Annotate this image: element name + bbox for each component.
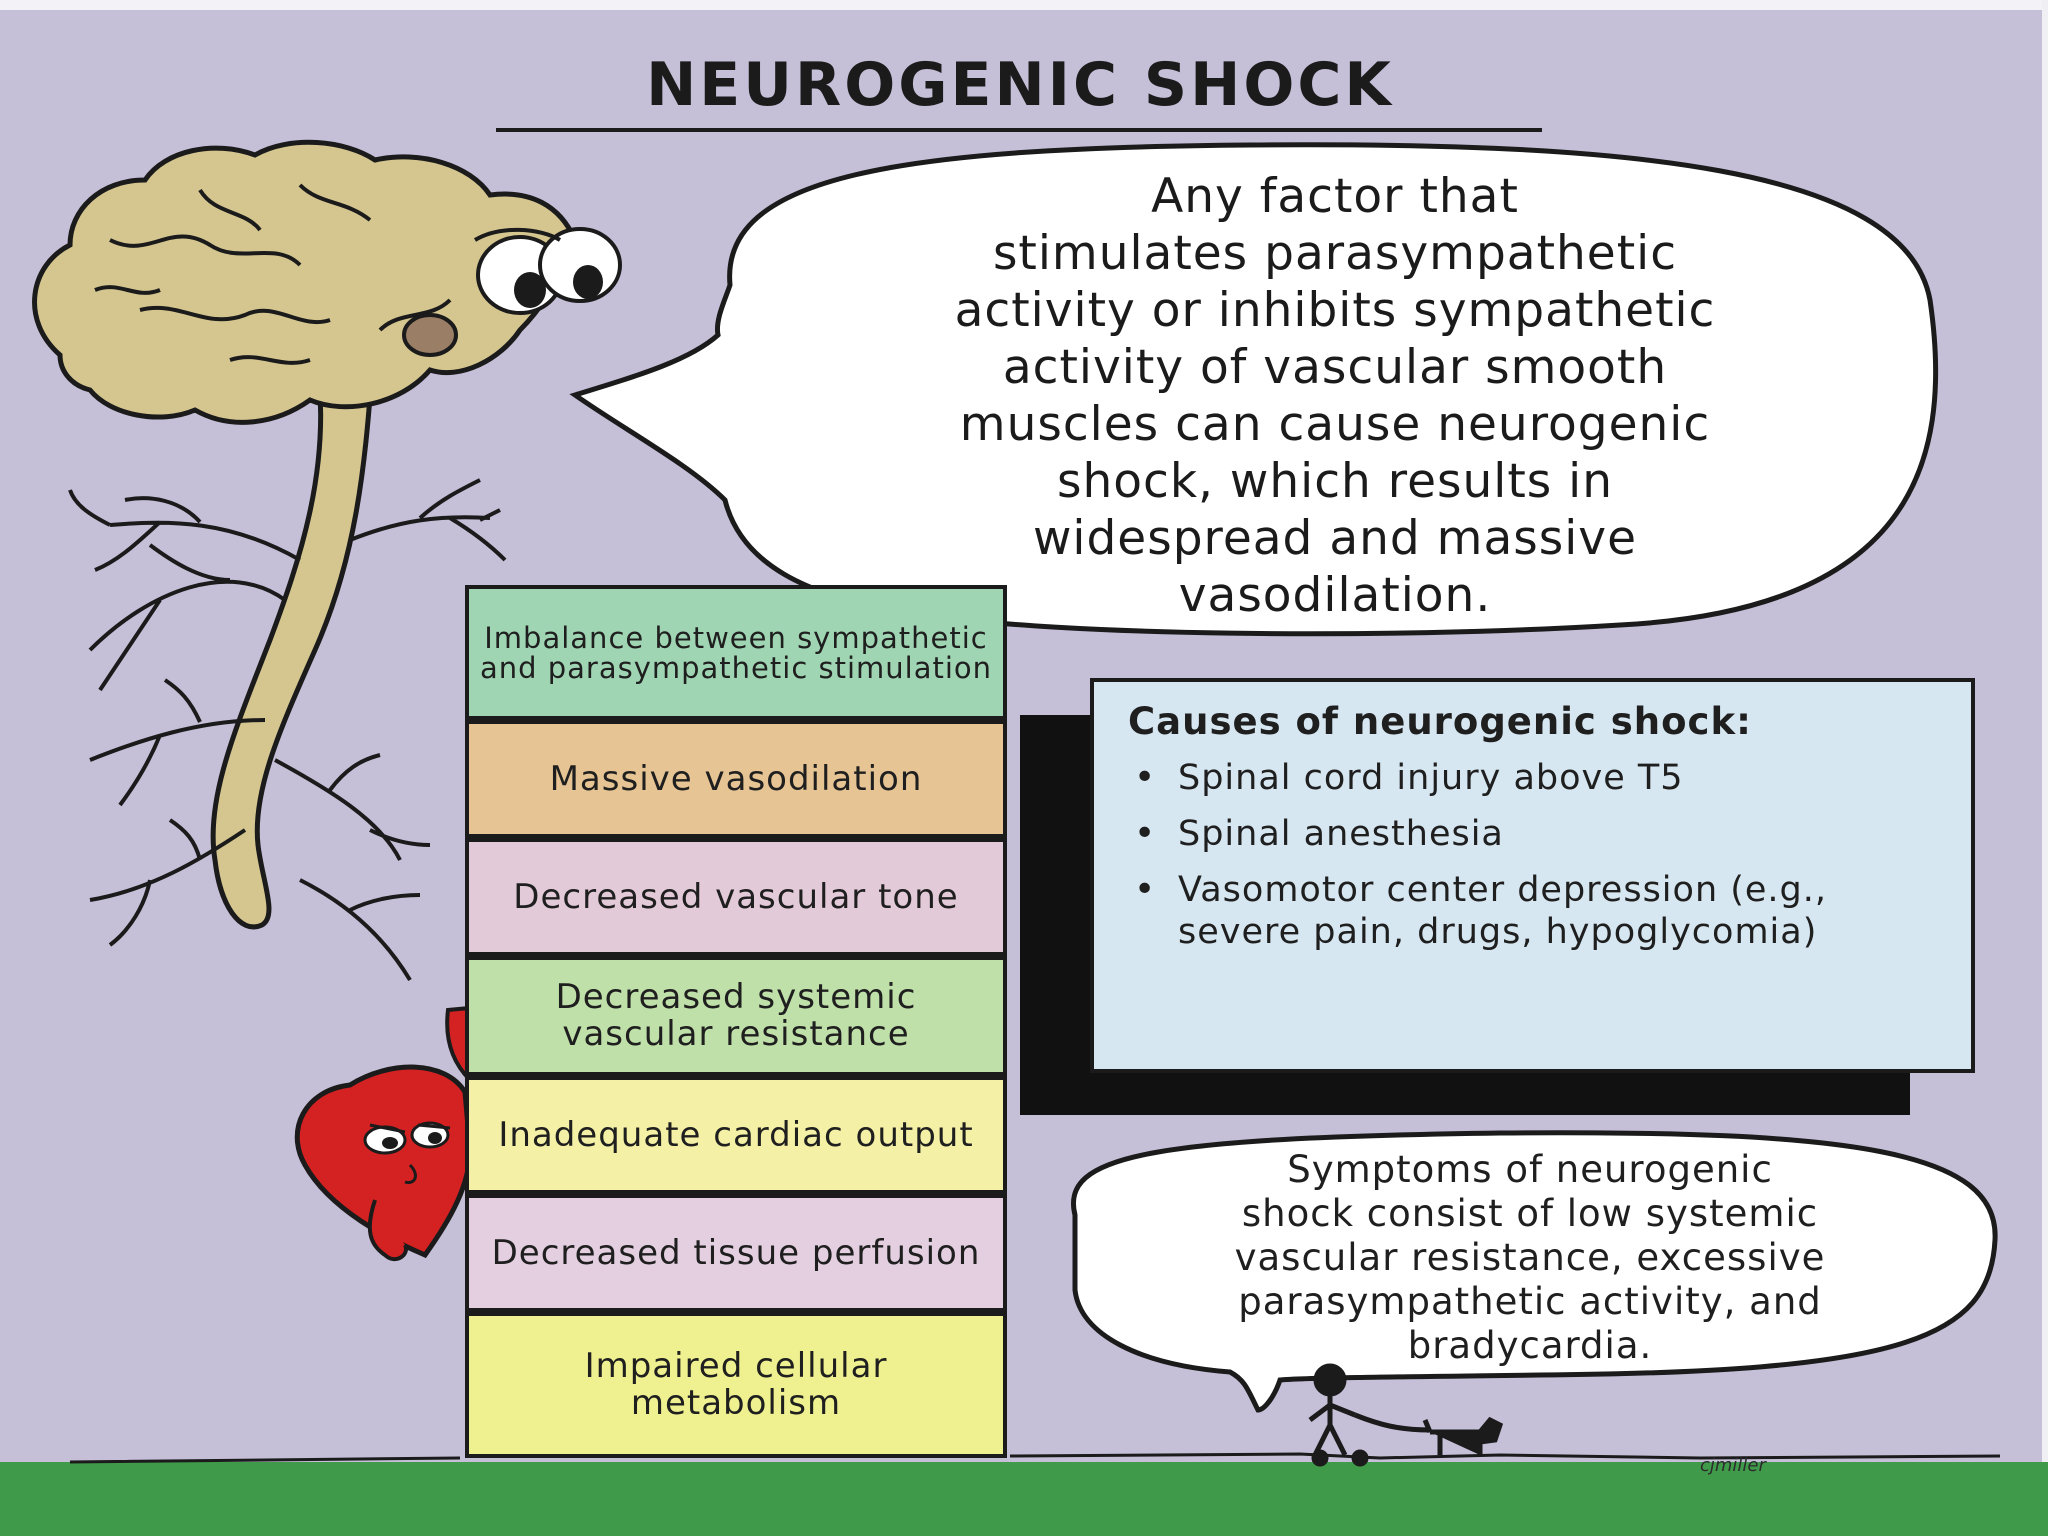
symptoms-line: shock consist of low systemic	[1241, 1192, 1819, 1235]
causes-title: Causes of neurogenic shock:	[1128, 700, 1752, 743]
speech-line: vasodilation.	[1178, 568, 1492, 623]
bullet-icon: •	[1134, 813, 1157, 854]
causes-box: Causes of neurogenic shock: • Spinal cor…	[1090, 678, 1975, 1073]
cause-item: • Spinal anesthesia	[1134, 813, 1504, 854]
speech-line: Any factor that	[1151, 169, 1519, 224]
brain-nose	[402, 313, 458, 357]
spinal-cord	[210, 367, 375, 930]
speech-line: stimulates parasympathetic	[992, 226, 1678, 281]
flow-step-svr: Decreased systemic vascular resistance	[465, 956, 1007, 1076]
bullet-icon: •	[1134, 869, 1157, 910]
symptoms-line: vascular resistance, excessive	[1234, 1236, 1826, 1279]
symptoms-bubble	[1071, 1130, 1998, 1413]
artist-signature: cjmiller	[1700, 1455, 1766, 1476]
heart-character	[294, 1003, 493, 1262]
flow-step-imbalance: Imbalance between sympathetic and parasy…	[465, 585, 1007, 720]
speech-line: activity or inhibits sympathetic	[954, 283, 1716, 338]
speech-bubble	[569, 142, 1939, 637]
flow-step-vasodilation: Massive vasodilation	[465, 720, 1007, 838]
flow-step-cardiac-output: Inadequate cardiac output	[465, 1076, 1007, 1194]
ground	[0, 1462, 2048, 1536]
flow-step-vascular-tone: Decreased vascular tone	[465, 838, 1007, 956]
speech-line: activity of vascular smooth	[1002, 340, 1668, 395]
title-underline	[496, 128, 1542, 132]
heart-icon	[294, 1064, 473, 1259]
bullet-icon: •	[1134, 757, 1157, 798]
top-border	[0, 0, 2048, 10]
speech-line: muscles can cause neurogenic	[959, 397, 1711, 452]
person-walking-dog	[1308, 1363, 1504, 1467]
cause-item: • Vasomotor center depression (e.g., sev…	[1134, 869, 1828, 952]
nerve-branches	[68, 478, 507, 982]
flow-step-cellular-metabolism: Impaired cellular metabolism	[465, 1312, 1007, 1458]
symptoms-text: Symptoms of neurogenic shock consist of …	[1070, 1148, 1990, 1368]
symptoms-line: bradycardia.	[1407, 1324, 1653, 1367]
cause-item: • Spinal cord injury above T5	[1134, 757, 1684, 798]
speech-line: shock, which results in	[1056, 454, 1614, 509]
brain-folds	[94, 183, 452, 365]
flow-step-tissue-perfusion: Decreased tissue perfusion	[465, 1194, 1007, 1312]
speech-line: widespread and massive	[1032, 511, 1638, 566]
page-title: NEUROGENIC SHOCK	[646, 50, 1394, 120]
symptoms-line: parasympathetic activity, and	[1238, 1280, 1822, 1323]
right-border	[2042, 0, 2048, 1536]
speech-bubble-text: Any factor that stimulates parasympathet…	[745, 168, 1925, 624]
symptoms-line: Symptoms of neurogenic	[1287, 1148, 1773, 1191]
